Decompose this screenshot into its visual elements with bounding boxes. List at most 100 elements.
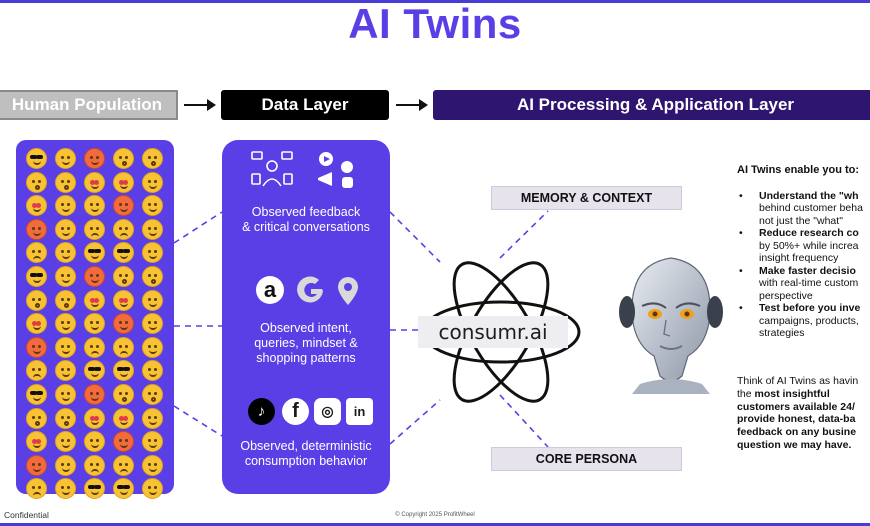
closing-line: provide honest, data-ba (737, 413, 856, 426)
people-icon (251, 151, 293, 187)
emoji-face-icon (142, 478, 163, 500)
emoji-face-icon (142, 407, 163, 429)
emoji-face-icon (84, 148, 105, 169)
benefit-item: Understand the "wh behind customer beha … (737, 190, 870, 228)
emoji-face-icon (113, 336, 134, 358)
emoji-face-icon (142, 289, 163, 311)
emoji-face-icon (26, 242, 47, 264)
closing-line: feedback on any busine (737, 426, 857, 439)
arrow-right-icon (396, 99, 428, 111)
data-item-consumption: Observed, deterministic consumption beha… (222, 439, 390, 469)
emoji-face-icon (55, 195, 76, 217)
closing-emphasis: most insightful (754, 387, 830, 400)
emoji-face-icon (84, 383, 105, 405)
emoji-face-icon (26, 148, 47, 169)
emoji-face-icon (84, 407, 105, 429)
header-data-layer: Data Layer (221, 90, 389, 120)
amazon-icon: a (256, 276, 284, 304)
data-item-feedback: Observed feedback & critical conversatio… (222, 205, 390, 235)
emoji-face-icon (55, 336, 76, 358)
benefits-list: AI Twins enable you to: Understand the "… (737, 164, 870, 340)
bottom-rule (0, 523, 870, 526)
emoji-face-icon (84, 171, 105, 193)
memory-context-box: MEMORY & CONTEXT (491, 186, 682, 210)
benefit-detail: not just the "what" (759, 214, 843, 227)
core-persona-box: CORE PERSONA (491, 447, 682, 471)
top-rule (0, 0, 870, 3)
emoji-face-icon (142, 242, 163, 264)
emoji-face-icon (55, 407, 76, 429)
emoji-face-icon (113, 148, 134, 169)
connector-line (389, 399, 441, 445)
robot-head-icon (619, 257, 723, 394)
emoji-face-icon (26, 360, 47, 382)
confidential-label: Confidential (4, 510, 49, 520)
connector-line (389, 211, 441, 263)
emoji-face-icon (55, 265, 76, 287)
emoji-face-icon (113, 431, 134, 453)
emoji-face-icon (26, 195, 47, 217)
header-ai-layer: AI Processing & Application Layer (433, 90, 870, 120)
closing-text: the (737, 387, 755, 400)
benefit-detail: by 50%+ while increa (759, 239, 859, 252)
emoji-face-icon (26, 407, 47, 429)
facebook-icon: f (282, 398, 309, 425)
emoji-face-icon (84, 195, 105, 217)
emoji-face-icon (113, 407, 134, 429)
consumr-brand: consumr.ai (418, 316, 568, 348)
emoji-face-icon (55, 431, 76, 453)
emoji-face-icon (113, 478, 134, 500)
emoji-face-icon (113, 289, 134, 311)
emoji-face-icon (113, 383, 134, 405)
benefit-item: Reduce research co by 50%+ while increa … (737, 227, 870, 265)
benefit-title: Test before you inve (759, 302, 861, 314)
emoji-face-icon (113, 218, 134, 240)
data-item-line: shopping patterns (256, 351, 356, 365)
closing-statement: Think of AI Twins as havin the most insi… (737, 375, 870, 452)
emoji-face-icon (26, 218, 47, 240)
arrow-right-icon (184, 99, 216, 111)
emoji-face-icon (84, 289, 105, 311)
benefit-detail: behind customer beha (759, 202, 863, 214)
instagram-icon: ◎ (314, 398, 341, 425)
maps-icon (338, 277, 358, 305)
emoji-face-icon (113, 360, 134, 382)
emoji-face-icon (26, 313, 47, 335)
emoji-face-icon (142, 265, 163, 287)
emoji-face-icon (113, 313, 134, 335)
closing-line: the most insightful (737, 388, 870, 401)
copyright-label: © Copyright 2025 ProfitWheel (395, 512, 475, 518)
closing-line: Think of AI Twins as havin (737, 375, 859, 387)
emoji-face-icon (55, 148, 76, 169)
emoji-face-icon (113, 171, 134, 193)
emoji-face-icon (84, 242, 105, 264)
emoji-face-icon (55, 242, 76, 264)
emoji-face-icon (55, 454, 76, 476)
human-population-panel (16, 140, 174, 500)
emoji-face-icon (84, 478, 105, 500)
emoji-face-icon (142, 195, 163, 217)
page-title: AI Twins (348, 0, 522, 47)
emoji-face-icon (84, 265, 105, 287)
data-layer-panel (222, 140, 390, 494)
emoji-face-icon (113, 242, 134, 264)
emoji-face-icon (142, 431, 163, 453)
connector-line (499, 210, 549, 259)
emoji-face-icon (55, 218, 76, 240)
benefit-title: Make faster decisio (759, 264, 856, 277)
emoji-face-icon (26, 478, 47, 500)
emoji-face-icon (142, 171, 163, 193)
data-item-line: Observed feedback (251, 205, 361, 219)
connector-line (173, 405, 223, 437)
tiktok-icon: ♪ (248, 398, 275, 425)
emoji-face-icon (113, 454, 134, 476)
emoji-face-icon (142, 383, 163, 405)
data-item-line: consumption behavior (244, 454, 368, 468)
benefit-detail: strategies (759, 327, 805, 339)
emoji-face-icon (113, 195, 134, 217)
data-item-line: Observed, deterministic (240, 439, 372, 453)
emoji-face-icon (142, 336, 163, 358)
connector-line (499, 394, 549, 448)
benefit-detail: campaigns, products, (759, 314, 859, 327)
emoji-face-icon (55, 360, 76, 382)
